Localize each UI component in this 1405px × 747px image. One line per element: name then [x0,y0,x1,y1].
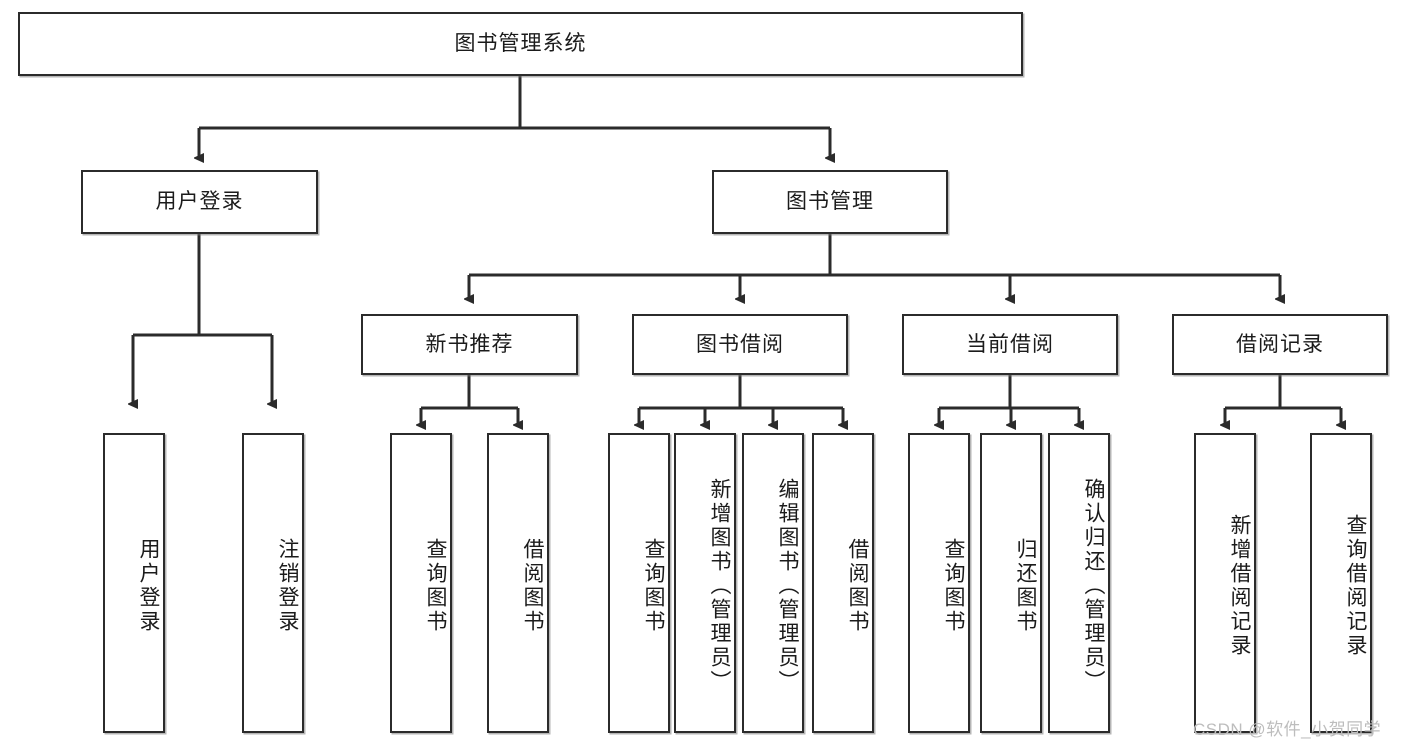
node-borrow-record[interactable]: 借阅记录 [1172,314,1388,375]
node-leaf-confirm-return[interactable]: 确认归还（管理员） [1048,433,1110,733]
node-label: 图书管理 [786,190,874,214]
node-label: 确认归还（管理员） [1082,478,1105,694]
node-label: 当前借阅 [966,332,1054,356]
node-leaf-logout-login[interactable]: 注销登录 [242,433,304,733]
node-leaf-borrow-book-1[interactable]: 借阅图书 [487,433,549,733]
node-label: 查询借阅记录 [1344,514,1367,658]
node-leaf-query-book-1[interactable]: 查询图书 [390,433,452,733]
node-current-borrow[interactable]: 当前借阅 [902,314,1118,375]
node-leaf-add-borrow-record[interactable]: 新增借阅记录 [1194,433,1256,733]
node-label: 注销登录 [276,538,299,634]
node-leaf-borrow-book-2[interactable]: 借阅图书 [812,433,874,733]
node-label: 图书管理系统 [454,32,587,56]
node-label: 新增借阅记录 [1228,514,1251,658]
node-label: 新书推荐 [425,332,514,356]
node-label: 用户登录 [155,190,244,214]
node-label: 查询图书 [642,538,665,634]
node-label: 查询图书 [942,538,965,634]
watermark: CSDN @软件_小贺同学 [1193,720,1382,739]
node-label: 用户登录 [137,538,160,634]
node-leaf-query-borrow-record[interactable]: 查询借阅记录 [1310,433,1372,733]
node-label: 图书借阅 [696,332,784,356]
node-leaf-add-book[interactable]: 新增图书（管理员） [674,433,736,733]
node-book-management-system[interactable]: 图书管理系统 [18,12,1023,76]
node-user-login[interactable]: 用户登录 [81,170,318,234]
node-book-borrow[interactable]: 图书借阅 [632,314,848,375]
node-leaf-return-book[interactable]: 归还图书 [980,433,1042,733]
node-leaf-edit-book[interactable]: 编辑图书（管理员） [742,433,804,733]
node-label: 归还图书 [1014,538,1037,634]
node-label: 查询图书 [424,538,447,634]
node-label: 编辑图书（管理员） [776,478,799,694]
node-label: 借阅图书 [521,538,544,634]
node-leaf-query-book-2[interactable]: 查询图书 [608,433,670,733]
node-book-management[interactable]: 图书管理 [712,170,948,234]
node-label: 借阅记录 [1236,332,1324,356]
node-leaf-user-login[interactable]: 用户登录 [103,433,165,733]
node-label: 新增图书（管理员） [708,478,731,694]
node-label: 借阅图书 [846,538,869,634]
node-leaf-query-book-3[interactable]: 查询图书 [908,433,970,733]
node-new-book-recommend[interactable]: 新书推荐 [361,314,578,375]
